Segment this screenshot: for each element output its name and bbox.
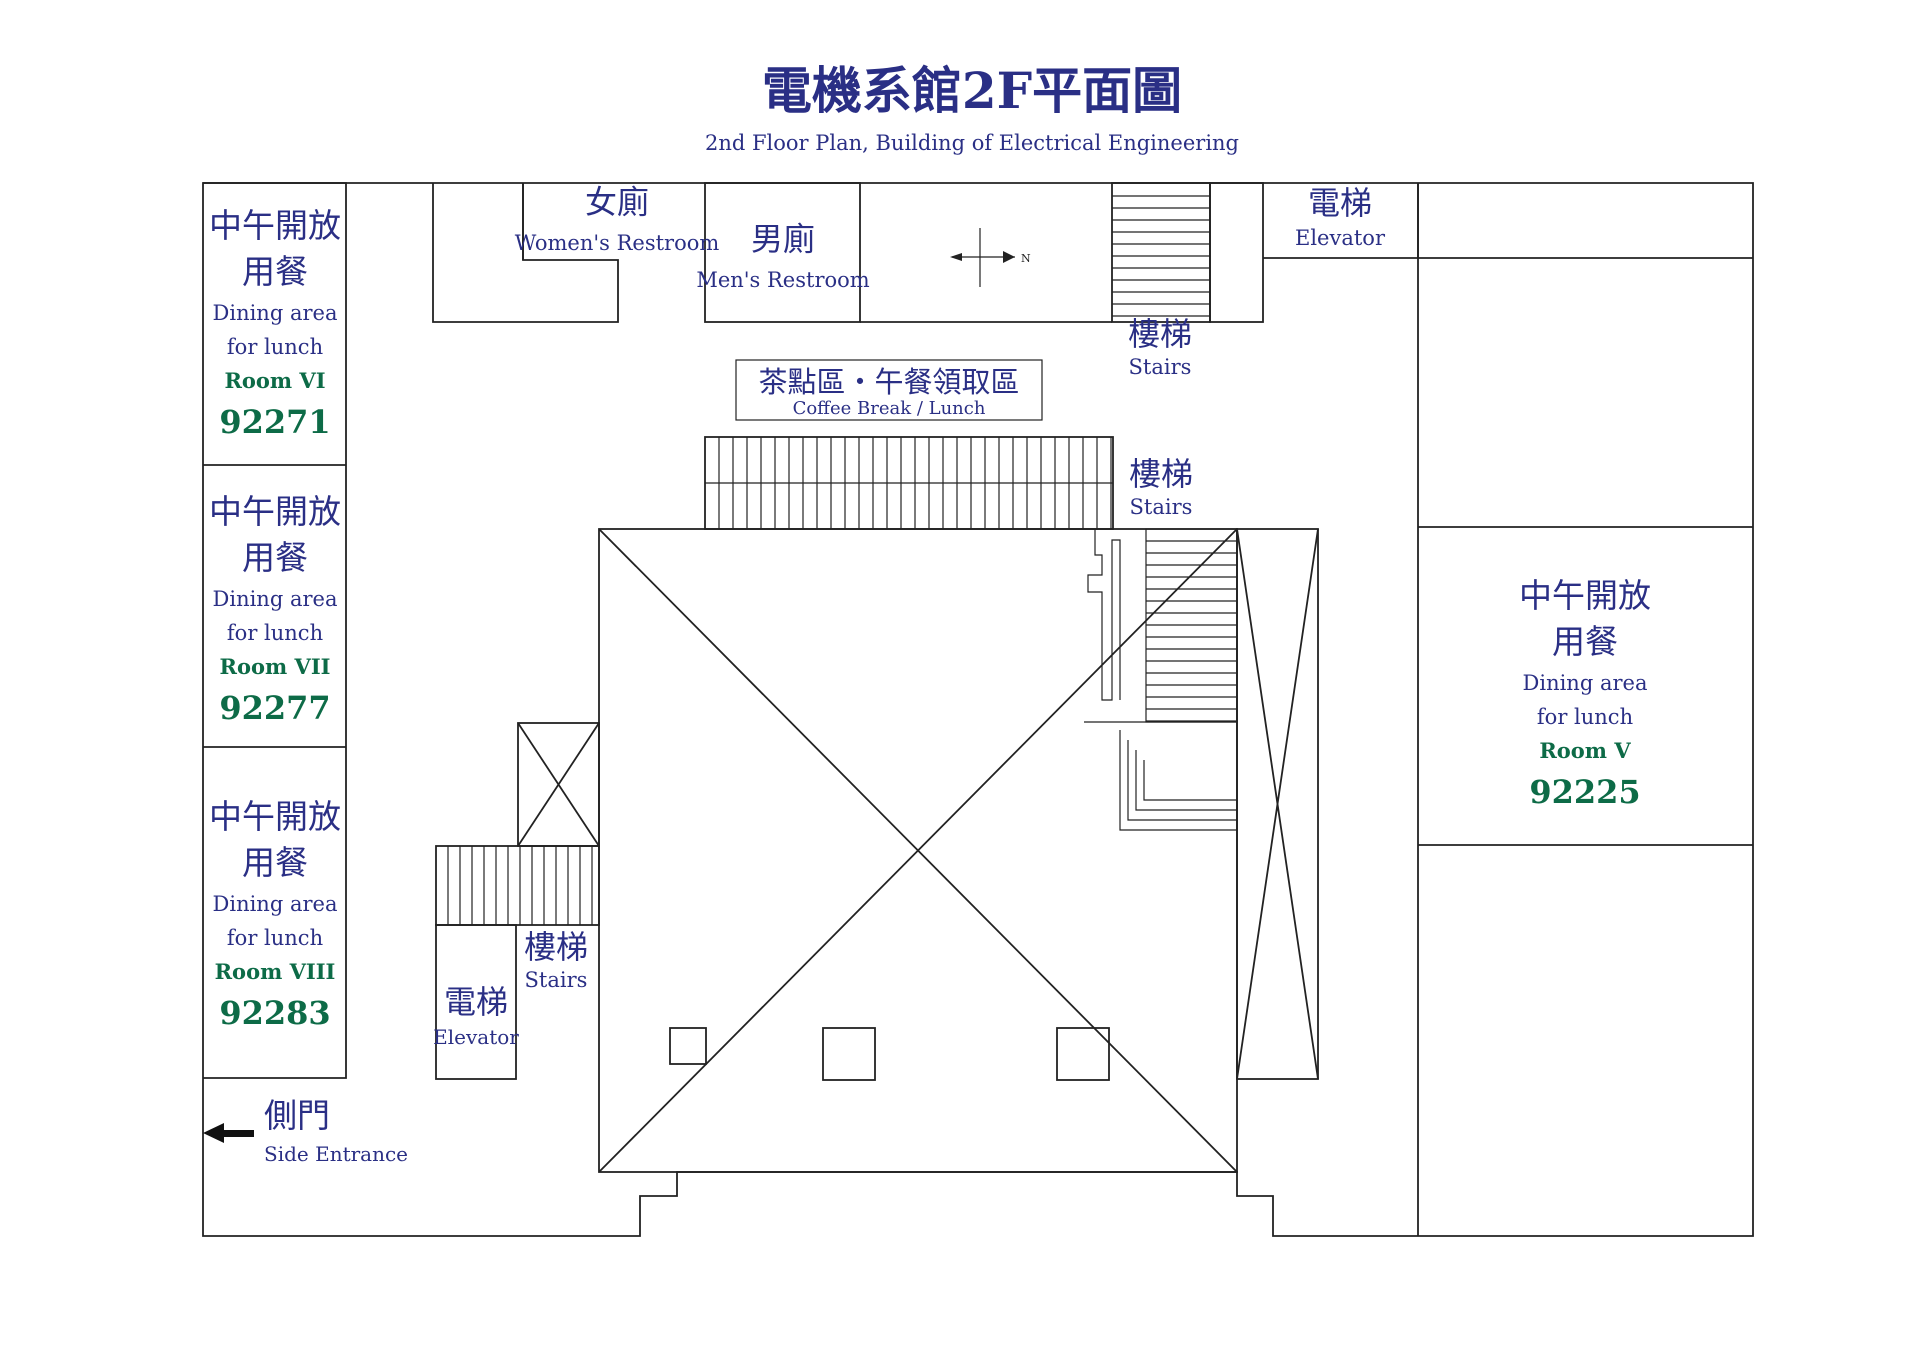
dining-room-vi[interactable]: 中午開放 用餐 Dining area for lunch Room VI 92…: [209, 206, 341, 441]
coffee-break-area[interactable]: 茶點區・午餐領取區 Coffee Break / Lunch: [735, 359, 1043, 421]
dining-en-line2: for lunch: [227, 335, 323, 359]
room-number: 92277: [219, 689, 330, 727]
dining-en-line1: Dining area: [213, 892, 338, 916]
side-entrance[interactable]: 側門 Side Entrance: [203, 1096, 408, 1166]
dining-room-vii[interactable]: 中午開放 用餐 Dining area for lunch Room VII 9…: [209, 492, 341, 727]
dining-en-line1: Dining area: [213, 301, 338, 325]
page-subtitle: 2nd Floor Plan, Building of Electrical E…: [705, 131, 1239, 155]
stairs-en: Stairs: [1129, 355, 1192, 379]
dining-en-line1: Dining area: [213, 587, 338, 611]
dining-zh-line1: 中午開放: [209, 797, 341, 836]
arrow-left-icon: [203, 1123, 254, 1143]
top-elevator[interactable]: 電梯 Elevator: [1295, 184, 1386, 250]
stairs-zh: 樓梯: [524, 928, 588, 966]
elevator-zh: 電梯: [444, 983, 508, 1021]
side-entrance-zh: 側門: [264, 1096, 330, 1135]
compass-n-label: N: [1021, 252, 1031, 265]
atrium-right-stairs: [1084, 528, 1238, 831]
room-label: Room V: [1539, 738, 1631, 763]
stair-treads: [718, 437, 1112, 529]
dining-room-viii[interactable]: 中午開放 用餐 Dining area for lunch Room VIII …: [209, 797, 341, 1032]
left-elevator[interactable]: 電梯 Elevator: [433, 983, 519, 1049]
coffee-zh: 茶點區・午餐領取區: [758, 365, 1019, 399]
central-atrium: [598, 528, 1238, 1173]
left-shaft: [435, 722, 600, 1080]
stairs-zh: 樓梯: [1128, 315, 1192, 353]
room-label: Room VIII: [215, 959, 336, 984]
room-label: Room VII: [220, 654, 331, 679]
dining-en-line2: for lunch: [227, 926, 323, 950]
coffee-en: Coffee Break / Lunch: [793, 398, 986, 419]
stairs-zh: 樓梯: [1129, 455, 1193, 493]
dining-zh-line2: 用餐: [242, 538, 308, 577]
stair-treads: [447, 846, 593, 925]
elevator-en: Elevator: [1295, 226, 1386, 250]
elevator-zh: 電梯: [1308, 184, 1372, 222]
womens-restroom-en: Women's Restroom: [515, 231, 720, 255]
dining-zh-line2: 用餐: [242, 843, 308, 882]
right-shaft: [1236, 528, 1319, 1080]
left-rooms-column: [203, 182, 347, 1079]
stairs-label-2: 樓梯 Stairs: [1129, 455, 1193, 519]
north-arrow-icon: N: [950, 228, 1031, 287]
dining-zh-line2: 用餐: [242, 252, 308, 291]
restroom-block: [432, 182, 861, 323]
dining-en-line2: for lunch: [1537, 705, 1633, 729]
dining-zh-line1: 中午開放: [209, 492, 341, 531]
womens-restroom-zh: 女廁: [585, 183, 649, 221]
womens-restroom[interactable]: 女廁 Women's Restroom: [515, 183, 720, 255]
room-label: Room VI: [224, 368, 325, 393]
dining-en-line1: Dining area: [1523, 671, 1648, 695]
room-number: 92225: [1529, 773, 1640, 811]
mens-restroom-zh: 男廁: [751, 220, 815, 258]
mens-restroom[interactable]: 男廁 Men's Restroom: [696, 220, 869, 292]
side-entrance-en: Side Entrance: [264, 1142, 408, 1166]
building-outline: [202, 182, 1754, 1237]
stair-treads: [1146, 540, 1237, 722]
dining-zh-line2: 用餐: [1552, 622, 1618, 661]
top-stairs: [1111, 182, 1419, 323]
dining-en-line2: for lunch: [227, 621, 323, 645]
right-block: [1417, 183, 1753, 1236]
page-title: 電機系館2F平面圖: [762, 61, 1182, 120]
stairs-label-1: 樓梯 Stairs: [1128, 315, 1192, 379]
dining-room-v[interactable]: 中午開放 用餐 Dining area for lunch Room V 922…: [1519, 576, 1651, 811]
dining-zh-line1: 中午開放: [1519, 576, 1651, 615]
stairs-en: Stairs: [525, 968, 588, 992]
stairs-label-3: 樓梯 Stairs: [524, 928, 588, 992]
room-number: 92271: [219, 403, 330, 441]
stair-treads: [1112, 195, 1210, 317]
mens-restroom-en: Men's Restroom: [696, 268, 869, 292]
room-number: 92283: [219, 994, 330, 1032]
elevator-en: Elevator: [433, 1025, 519, 1049]
stairs-en: Stairs: [1130, 495, 1193, 519]
dining-zh-line1: 中午開放: [209, 206, 341, 245]
